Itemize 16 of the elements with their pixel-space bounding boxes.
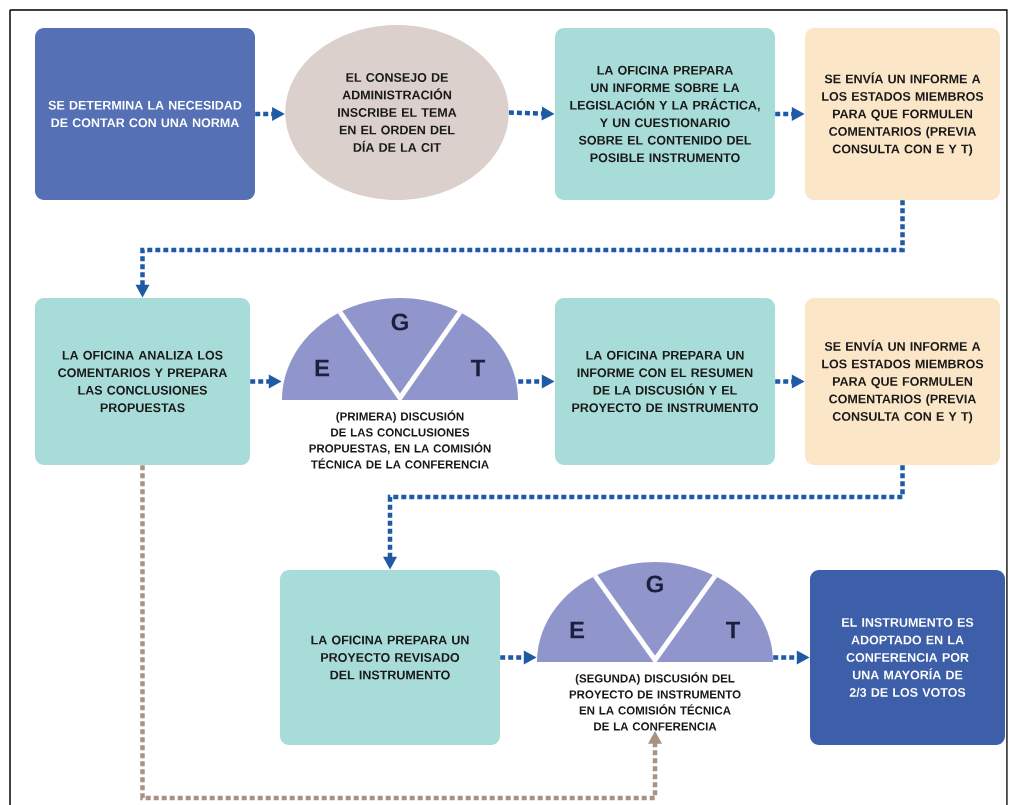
process-box: LA OFICINA PREPARA UN INFORME CON EL RESUMEN DE LA DISCUSIÓN Y EL PROYECTO DE INSTRUMENTO: [555, 298, 775, 465]
letter-label: G: [391, 313, 408, 331]
process-box: LA OFICINA ANALIZA LOS COMENTARIOS Y PREPARA LAS CONCLUSIONES PROPUESTAS: [35, 298, 250, 465]
process-box: SE ENVÍA UN INFORME A LOS ESTADOS MIEMBROS PARA QUE FORMULEN COMENTARIOS (PREVIA CONSULTA CON E Y T): [805, 298, 1000, 465]
node-caption: (PRIMERA) DISCUSIÓN DE LAS CONCLUSIONES PROPUESTAS, EN LA COMISIÓN TÉCNICA DE LA CONFERENCIA: [309, 410, 491, 469]
process-box: LA OFICINA PREPARA UN PROYECTO REVISADO DEL INSTRUMENTO: [280, 570, 500, 745]
letter-label: T: [725, 621, 741, 639]
process-box: SE DETERMINA LA NECESIDAD DE CONTAR CON UNA NORMA: [35, 28, 255, 200]
node-caption: (SEGUNDA) DISCUSIÓN DEL PROYECTO DE INSTRUMENTO EN LA COMISIÓN TÉCNICA DE LA CONFERENCIA: [569, 672, 741, 731]
letter-label: G: [646, 575, 663, 593]
process-box: LA OFICINA PREPARA UN INFORME SOBRE LA LEGISLACIÓN Y LA PRÁCTICA, Y UN CUESTIONARIO SOBRE EL CONTENIDO DEL POSIBLE INSTRUMENTO: [555, 28, 775, 200]
letter-label: E: [570, 621, 585, 639]
letter-label: E: [315, 359, 330, 377]
process-box: SE ENVÍA UN INFORME A LOS ESTADOS MIEMBROS PARA QUE FORMULEN COMENTARIOS (PREVIA CONSULTA CON E Y T): [805, 28, 1000, 200]
letter-label: T: [470, 359, 486, 377]
process-box: EL INSTRUMENTO ES ADOPTADO EN LA CONFERENCIA POR UNA MAYORÍA DE 2/3 DE LOS VOTOS: [810, 570, 1005, 745]
